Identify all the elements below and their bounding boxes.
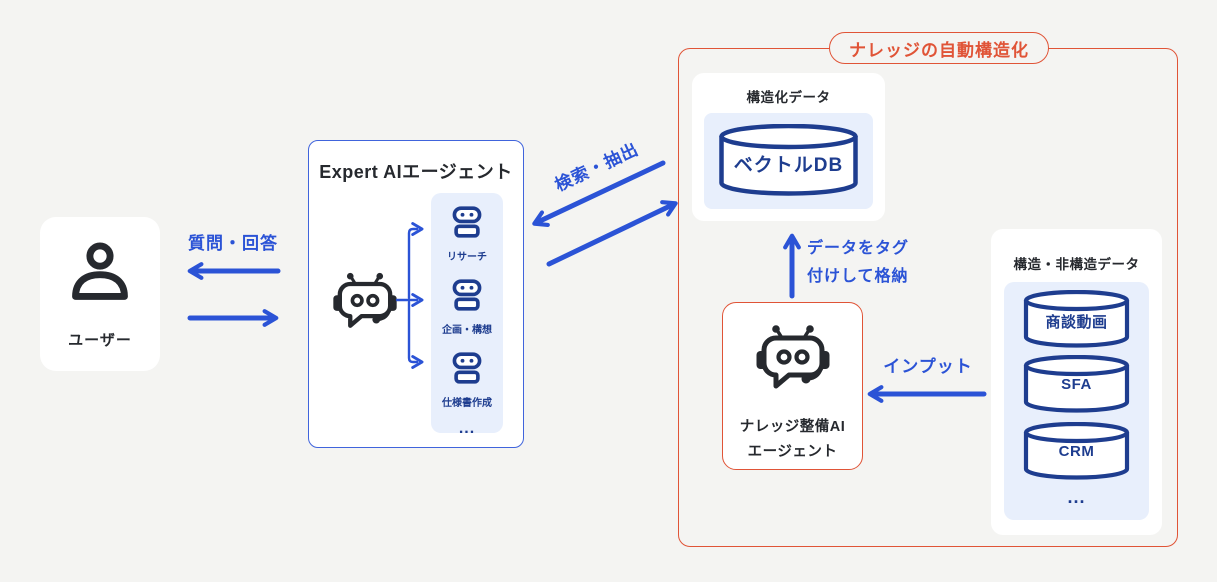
data-sources-panel: 商談動画 SFA CRM ...: [1004, 282, 1149, 520]
user-card: ユーザー: [40, 217, 160, 371]
source-video-cylinder: 商談動画: [1023, 289, 1130, 348]
source-crm-cylinder: CRM: [1023, 421, 1130, 480]
person-icon: [66, 239, 134, 310]
vector-db-cylinder: ベクトルDB: [718, 123, 859, 196]
database-cylinder-icon: [1023, 289, 1130, 348]
search-extract-label: 検索・抽出: [552, 139, 642, 195]
expert-agent-box: Expert AIエージェント: [308, 140, 524, 448]
expert-robot-icon: [332, 271, 398, 335]
knowledge-robot-icon: [755, 323, 831, 396]
database-cylinder-icon: [1023, 354, 1130, 413]
question-answer-label: 質問・回答: [188, 234, 278, 253]
sub-agent-spec: 仕様書作成: [442, 352, 492, 409]
data-sources-title: 構造・非構造データ: [1013, 257, 1140, 272]
tag-store-line1: データをタグ: [807, 240, 910, 257]
sub-agent-label: 仕様書作成: [442, 398, 492, 409]
expert-agent-title: Expert AIエージェント: [319, 162, 513, 182]
user-label: ユーザー: [68, 332, 132, 349]
sub-agent-panel: リサーチ 企画・構想: [431, 193, 503, 437]
sub-agent-label: リサーチ: [447, 252, 487, 263]
more-sources-dots: ...: [1067, 487, 1086, 507]
sub-agent-label: 企画・構想: [442, 325, 492, 336]
more-agents-dots: ...: [458, 420, 476, 437]
source-label: SFA: [1061, 376, 1092, 393]
source-label: 商談動画: [1045, 314, 1108, 331]
search-query-arrow: [546, 200, 678, 267]
knowledge-structuring-title: ナレッジの自動構造化: [829, 32, 1049, 64]
database-cylinder-icon: [719, 123, 858, 196]
knowledge-agent-box: ナレッジ整備AI エージェント: [722, 302, 863, 470]
structured-data-title: 構造化データ: [746, 90, 831, 105]
sub-agent-research: リサーチ: [447, 206, 487, 263]
structured-data-box: 構造化データ ベクトルDB: [692, 73, 885, 221]
vector-db-label: ベクトルDB: [733, 155, 844, 176]
sub-agent-robot-icon: [451, 352, 483, 389]
input-label: インプット: [883, 357, 973, 376]
source-sfa-cylinder: SFA: [1023, 354, 1130, 413]
source-label: CRM: [1058, 443, 1095, 460]
sub-agent-planning: 企画・構想: [442, 279, 492, 336]
sub-agent-robot-icon: [451, 279, 483, 316]
knowledge-agent-label-line1: ナレッジ整備AI: [739, 419, 846, 435]
tag-store-label: データをタグ 付けして格納: [807, 235, 909, 291]
data-sources-box: 構造・非構造データ 商談動画 SFA: [991, 229, 1162, 535]
knowledge-agent-label-line2: エージェント: [747, 444, 838, 460]
knowledge-agent-label: ナレッジ整備AI エージェント: [723, 415, 862, 465]
sub-agent-robot-icon: [451, 206, 483, 243]
database-cylinder-icon: [1023, 421, 1130, 480]
tag-store-line2: 付けして格納: [807, 268, 909, 285]
structured-data-panel: ベクトルDB: [704, 113, 873, 209]
